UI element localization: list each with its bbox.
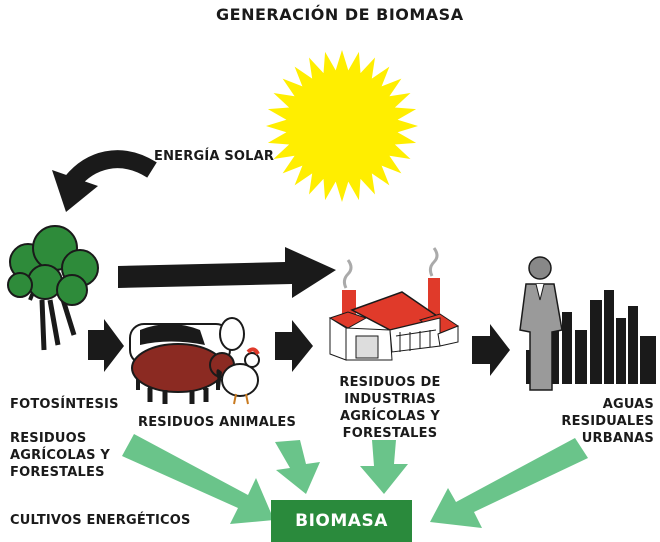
photosynthesis-label: FOTOSÍNTESIS [10,397,119,412]
tree-icon [7,225,99,351]
industrial-residues-line-2: INDUSTRIAS [344,392,436,407]
factory-icon [328,247,460,361]
green-arrows [122,434,588,528]
tree-to-animals-arrow [88,319,124,372]
industrial-residues-line-4: FORESTALES [342,426,438,441]
industry-to-urban-arrow [472,324,510,376]
green-arrow-industry [360,440,408,494]
solar-energy-label: ENERGÍA SOLAR [154,149,275,164]
agricultural-residues-line-3: FORESTALES [10,465,105,480]
solar-energy-arrow [52,150,157,212]
businessman-icon [519,256,563,391]
industrial-residues-label: RESIDUOS DE INDUSTRIAS AGRÍCOLAS Y FORES… [338,374,442,442]
agricultural-residues-line-1: RESIDUOS [10,431,87,446]
biomass-box: BIOMASA [271,500,412,542]
urban-wastewater-line-3: URBANAS [581,431,654,446]
animals-icon [129,317,260,405]
tree-to-industry-arrow [118,247,336,298]
animal-residues-label: RESIDUOS ANIMALES [138,415,297,430]
diagram-title: GENERACIÓN DE BIOMASA [216,5,464,24]
industrial-residues-line-1: RESIDUOS DE [339,375,441,390]
energy-crops-label: CULTIVOS ENERGÉTICOS [10,513,191,528]
urban-wastewater-line-2: RESIDUALES [561,414,654,429]
green-arrow-animals [275,440,320,494]
green-arrow-urban [430,438,588,528]
agricultural-residues-line-2: AGRÍCOLAS Y [10,448,111,463]
urban-wastewater-line-1: AGUAS [602,397,654,412]
sun-icon [266,50,418,202]
urban-wastewater-label: AGUAS RESIDUALES URBANAS [540,396,654,447]
agricultural-residues-label: RESIDUOS AGRÍCOLAS Y FORESTALES [10,430,110,481]
green-arrow-left [122,434,274,524]
animals-to-industry-arrow [275,320,313,372]
industrial-residues-line-3: AGRÍCOLAS Y [339,409,441,424]
